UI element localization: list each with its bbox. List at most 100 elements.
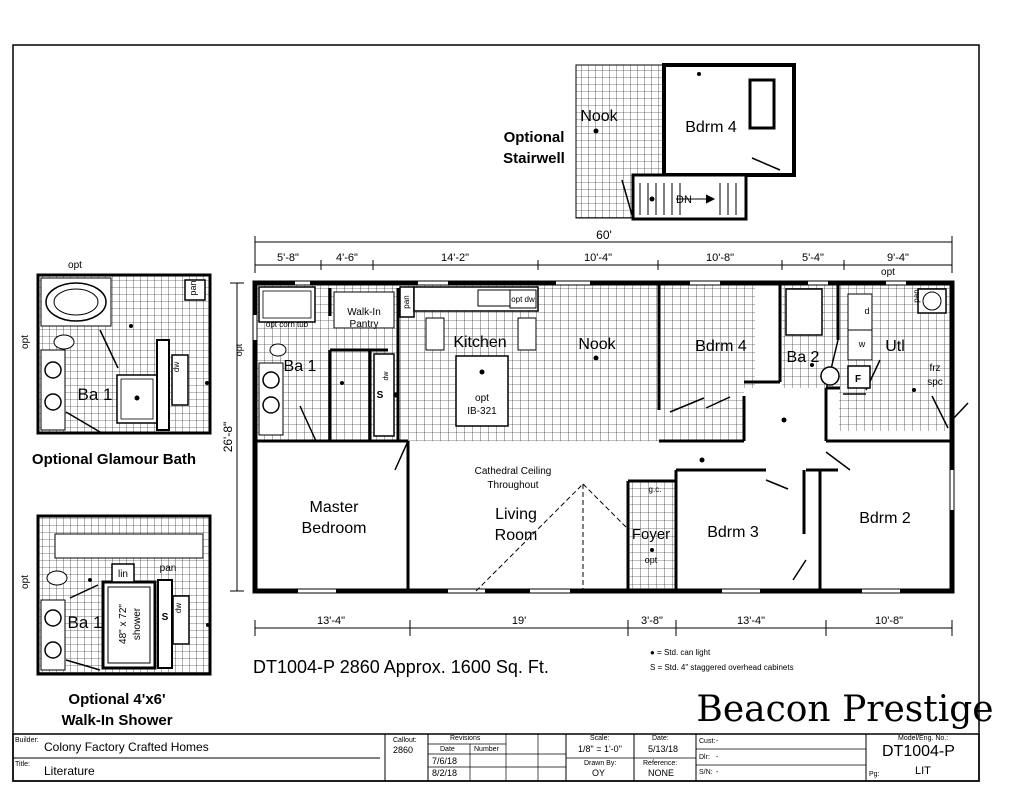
brand-name: Beacon Prestige xyxy=(696,689,993,730)
cabinet-s-mark: S xyxy=(377,390,384,401)
cust-label: Cust: xyxy=(699,738,716,745)
drawn-by-label: Drawn By: xyxy=(584,760,617,767)
date-label: Date: xyxy=(652,735,669,742)
scale-value: 1/8" = 1'-0" xyxy=(578,744,622,754)
gc-label: g.c. xyxy=(649,485,662,494)
pantry-label-2: Pantry xyxy=(350,319,379,330)
master-bedroom-label-2: Bedroom xyxy=(302,520,367,537)
stairwell-title-2: Stairwell xyxy=(503,150,565,167)
revision-1: 7/6/18 xyxy=(432,756,458,766)
bath2-label: Ba 2 xyxy=(787,349,820,366)
master-dw-label: dw xyxy=(383,371,390,381)
rev-date-label: Date xyxy=(440,746,455,753)
util-pan-label: pan xyxy=(912,289,921,302)
revisions-label: Revisions xyxy=(450,735,481,742)
shower-pan-label: pan xyxy=(160,563,177,574)
revision-2: 8/2/18 xyxy=(432,768,458,778)
legend-cabinets: S = Std. 4" staggered overhead cabinets xyxy=(650,663,794,672)
scale-label: Scale: xyxy=(590,735,610,742)
sn-label: S/N: xyxy=(699,769,713,776)
shower-caption-1: Optional 4'x6' xyxy=(68,691,165,708)
glamour-pan-label: pan xyxy=(188,280,198,295)
reference-value: NONE xyxy=(648,768,675,778)
model-label: Model/Eng. No.: xyxy=(898,735,949,742)
callout-value: 2860 xyxy=(393,745,414,755)
kitchen-label: Kitchen xyxy=(453,334,506,351)
master-bedroom-label-1: Master xyxy=(310,499,360,516)
util-w-label: w xyxy=(858,339,866,349)
builder-label: Builder: xyxy=(15,737,39,744)
overall-depth-dim: 26'-8" xyxy=(221,422,235,453)
freezer-label-2: spc xyxy=(927,377,943,388)
glamour-opt-top: opt xyxy=(68,260,82,271)
freezer-label-1: frz xyxy=(929,363,940,374)
plan-info: DT1004-P 2860 Approx. 1600 Sq. Ft. xyxy=(253,657,549,677)
dlr-value: - xyxy=(716,754,719,761)
foyer-label: Foyer xyxy=(632,526,670,543)
pantry-label-1: Walk-In xyxy=(347,307,381,318)
shower-size-label: 48" x 72" xyxy=(118,604,129,644)
stairwell-dn-label: DN xyxy=(676,194,692,206)
living-room-label-2: Room xyxy=(495,527,538,544)
date-value: 5/13/18 xyxy=(648,744,679,754)
island-label-1: opt xyxy=(475,393,489,404)
glamour-bath-caption: Optional Glamour Bath xyxy=(32,451,196,468)
shower-word-label: shower xyxy=(132,607,143,640)
kitchen-dw-label: opt dw xyxy=(511,295,535,304)
util-opt-label: opt xyxy=(881,267,895,278)
top-dim-6: 5'-4" xyxy=(802,252,824,264)
cathedral-label-1: Cathedral Ceiling xyxy=(475,466,552,477)
sn-value: - xyxy=(716,769,719,776)
glamour-bath-inset xyxy=(36,273,212,435)
util-f-label: F xyxy=(855,374,861,385)
glamour-dw-label: dw xyxy=(172,362,181,372)
master-bath-label: Ba 1 xyxy=(284,358,317,375)
builder-value: Colony Factory Crafted Homes xyxy=(44,740,209,754)
top-dim-3: 14'-2" xyxy=(441,252,469,264)
kitchen-pan-label: pan xyxy=(402,295,411,308)
cust-value: - xyxy=(716,738,719,745)
foyer-opt-label: opt xyxy=(645,555,658,565)
rev-number-label: Number xyxy=(474,746,499,753)
island-label-2: IB-321 xyxy=(467,406,497,417)
dlr-label: Dlr: xyxy=(699,754,710,761)
top-dim-1: 5'-8" xyxy=(277,252,299,264)
bottom-dim-2: 19' xyxy=(512,615,526,627)
stairwell-title-1: Optional xyxy=(504,129,565,146)
top-dim-7: 9'-4" xyxy=(887,252,909,264)
glamour-opt-side: opt xyxy=(20,335,31,349)
shower-caption-2: Walk-In Shower xyxy=(61,712,172,729)
top-dim-5: 10'-8" xyxy=(706,252,734,264)
cathedral-label-2: Throughout xyxy=(487,480,538,491)
bottom-dim-4: 13'-4" xyxy=(737,615,765,627)
bedroom4-label: Bdrm 4 xyxy=(695,338,747,355)
title-value: Literature xyxy=(44,764,95,778)
callout-label: Callout: xyxy=(393,737,417,744)
pg-value: LIT xyxy=(915,765,931,777)
main-floor-plan xyxy=(230,236,969,636)
living-room-label-1: Living xyxy=(495,506,537,523)
stairwell-nook-label: Nook xyxy=(580,108,618,125)
bottom-dim-5: 10'-8" xyxy=(875,615,903,627)
shower-dw-label: dw xyxy=(174,603,183,613)
model-value: DT1004-P xyxy=(882,743,955,760)
walkin-shower-inset xyxy=(36,514,212,676)
title-label: Title: xyxy=(15,761,30,768)
overall-width-dim: 60' xyxy=(596,228,612,242)
bottom-dim-3: 3'-8" xyxy=(641,615,663,627)
top-dim-4: 10'-4" xyxy=(584,252,612,264)
pg-label: Pg: xyxy=(869,771,880,778)
opt-left-label: opt xyxy=(234,343,244,356)
bedroom2-label: Bdrm 2 xyxy=(859,510,911,527)
shower-opt-side: opt xyxy=(20,575,31,589)
stairwell-bedroom-label: Bdrm 4 xyxy=(685,119,737,136)
util-d-label: d xyxy=(864,306,869,316)
shower-lin-label: lin xyxy=(118,569,128,580)
shower-s-label: S xyxy=(162,612,169,623)
title-block-frame xyxy=(12,733,980,782)
nook-label: Nook xyxy=(578,336,616,353)
drawn-by-value: OY xyxy=(592,768,606,778)
bottom-dim-1: 13'-4" xyxy=(317,615,345,627)
legend-can-light: ● = Std. can light xyxy=(650,648,711,657)
